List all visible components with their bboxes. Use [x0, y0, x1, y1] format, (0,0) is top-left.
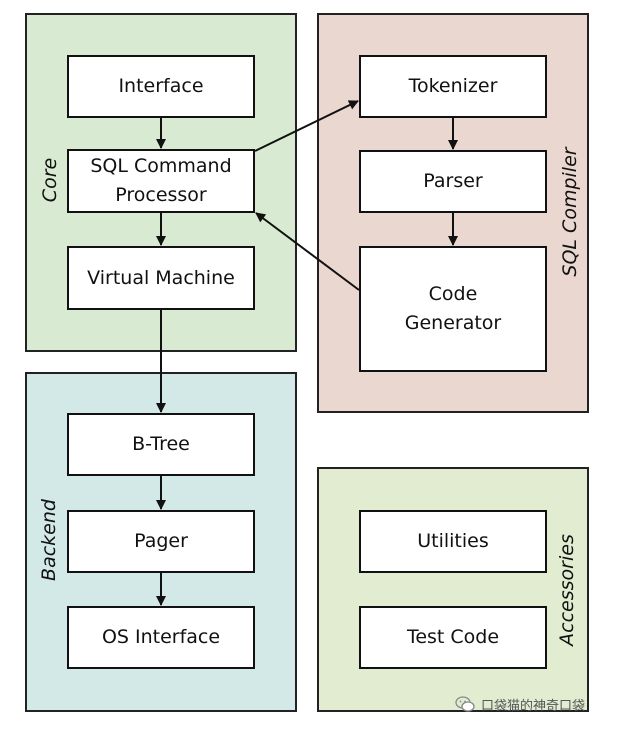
sql-command-processor-box: SQL Command Processor: [67, 149, 255, 213]
arrow-processor-to-tokenizer: [254, 100, 359, 152]
btree-box: B-Tree: [67, 413, 255, 476]
test-code-box: Test Code: [359, 606, 547, 669]
watermark-text: 口袋猫的神奇口袋: [481, 698, 586, 714]
parser-box: Parser: [359, 150, 547, 213]
code-generator-box: Code Generator: [359, 246, 547, 372]
interface-box: Interface: [67, 55, 255, 118]
arrow-code-generator-to-processor: [255, 212, 360, 291]
accessories-group: [317, 467, 589, 712]
watermark: 口袋猫的神奇口袋: [455, 694, 585, 714]
tokenizer-box: Tokenizer: [359, 55, 547, 118]
wechat-icon: [455, 696, 475, 712]
pager-box: Pager: [67, 510, 255, 573]
utilities-box: Utilities: [359, 510, 547, 573]
os-interface-box: OS Interface: [67, 606, 255, 669]
virtual-machine-box: Virtual Machine: [67, 246, 255, 310]
